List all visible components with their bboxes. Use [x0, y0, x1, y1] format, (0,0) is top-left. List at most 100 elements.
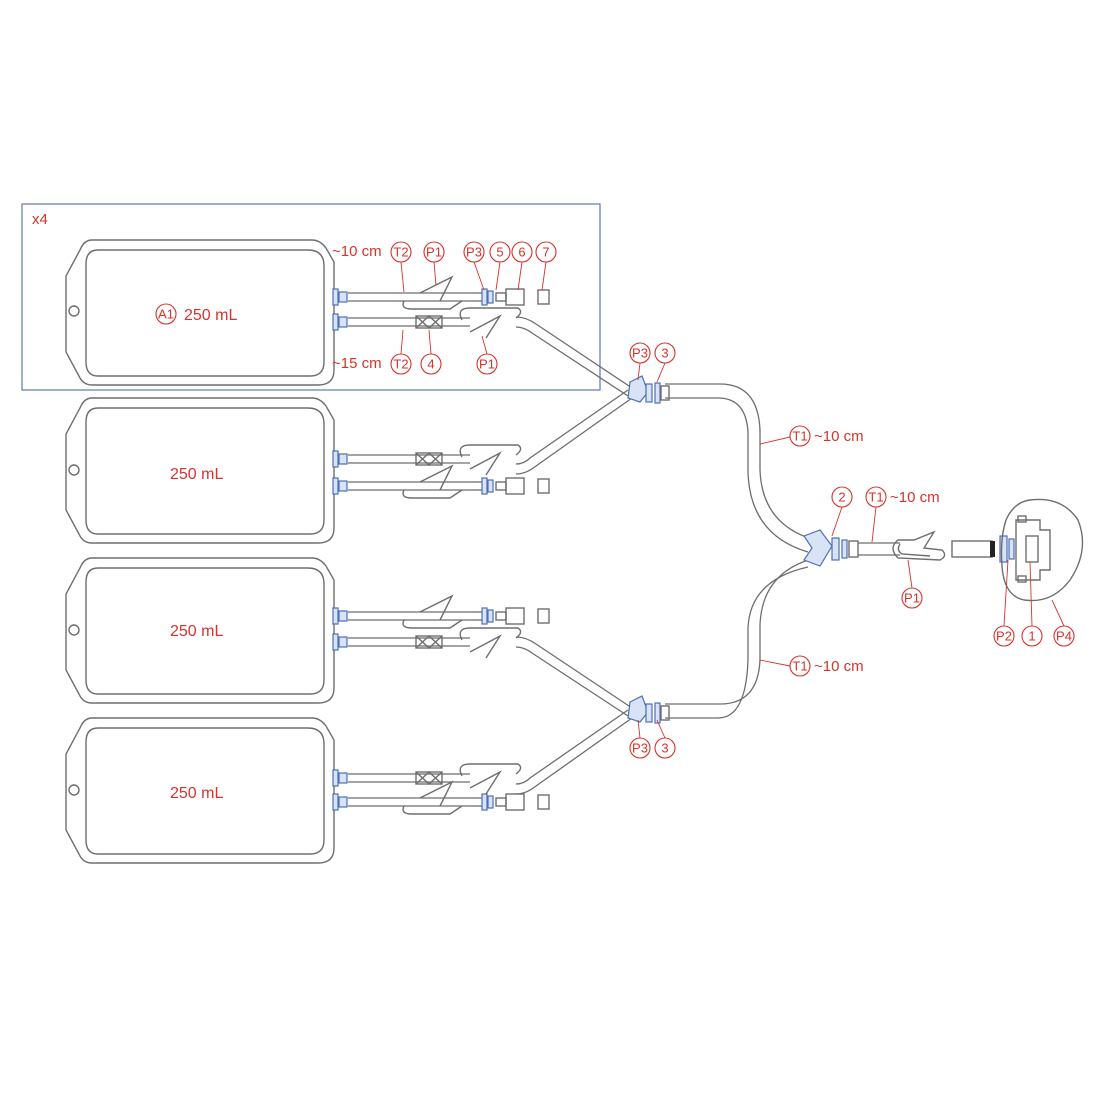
main-y-connector: [803, 529, 859, 567]
connector-ring: [481, 793, 488, 811]
bag-3-volume: 250 mL: [170, 623, 223, 640]
connector-ring: [487, 290, 494, 304]
callout-T1-upper: T1: [759, 425, 811, 447]
port-fitting: [338, 480, 348, 492]
pinch-clamp-inner: [897, 543, 931, 557]
connector-ring: [481, 288, 488, 306]
pinch-clamp: [402, 780, 463, 815]
pinch-clamp: [459, 307, 522, 339]
pinch-clamp: [459, 627, 522, 659]
port-fitting: [338, 453, 348, 465]
callout-T1-lower: T1: [759, 655, 811, 677]
pinch-clamp: [402, 275, 463, 310]
lower-y-connector: [627, 695, 670, 724]
svg-text:3: 3: [661, 741, 668, 756]
callout-T2-bottom: T2: [390, 329, 412, 375]
svg-text:P1: P1: [426, 245, 442, 260]
callout-5: 5: [489, 241, 511, 291]
bag-1-id-callout: A1: [155, 303, 177, 325]
callout-T1-main: T1: [865, 486, 887, 543]
filter-mesh: [415, 452, 443, 466]
bag-port-lines: [332, 275, 550, 815]
bag-4: [65, 717, 335, 864]
bag-1-volume: 250 mL: [184, 307, 237, 324]
callout-P1-top: P1: [423, 241, 445, 286]
main-line: [858, 530, 1015, 563]
callout-7: 7: [535, 241, 557, 291]
luer-connector: [505, 288, 525, 306]
callout-4: 4: [420, 329, 442, 375]
port-fitting: [332, 793, 339, 811]
connector-ring: [487, 609, 494, 623]
callout-6: 6: [511, 241, 533, 291]
svg-text:7: 7: [542, 245, 549, 260]
bag-2-volume: 250 mL: [170, 466, 223, 483]
pinch-clamp: [459, 444, 522, 476]
callout-P3-top: P3: [463, 241, 485, 291]
port-fitting: [338, 610, 348, 622]
pinch-clamp: [402, 594, 463, 629]
luer-connector: [505, 793, 525, 811]
luer-connector: [495, 292, 507, 302]
svg-text:1: 1: [1028, 629, 1035, 644]
callout-2: 2: [831, 486, 853, 537]
upper-y-connector: [627, 375, 670, 404]
svg-text:P1: P1: [479, 357, 495, 372]
svg-text:P1: P1: [904, 591, 920, 606]
t2-top-length: ~10 cm: [332, 243, 382, 260]
port-fitting: [332, 313, 339, 331]
connector-ring: [487, 479, 494, 493]
bag-3: [65, 557, 335, 704]
connector-ring: [487, 795, 494, 809]
hang-hole: [68, 784, 80, 796]
connector-ring: [481, 607, 488, 625]
multiplier-label: x4: [32, 211, 48, 228]
svg-text:4: 4: [427, 357, 434, 372]
svg-text:P4: P4: [1056, 629, 1072, 644]
svg-text:T1: T1: [792, 429, 807, 444]
luer-connector: [495, 611, 507, 621]
t2-bottom-length: ~15 cm: [332, 355, 382, 372]
port-fitting: [338, 796, 348, 808]
port-fitting: [332, 607, 339, 625]
lower-branch-tubing: [515, 557, 816, 795]
callout-3-upper: 3: [654, 342, 676, 383]
svg-text:P3: P3: [466, 245, 482, 260]
svg-text:A1: A1: [158, 307, 174, 322]
svg-text:5: 5: [496, 245, 503, 260]
svg-text:P3: P3: [632, 741, 648, 756]
port-fitting: [338, 316, 348, 328]
port-fitting: [332, 450, 339, 468]
callout-P1-bottom: P1: [476, 335, 498, 375]
callout-P2: P2: [993, 559, 1015, 647]
spike-adapter: [1000, 498, 1084, 602]
svg-text:T1: T1: [868, 490, 883, 505]
callout-P3-lower: P3: [629, 719, 651, 759]
luer-connector: [505, 477, 525, 495]
port-fitting: [332, 769, 339, 787]
svg-text:2: 2: [838, 490, 845, 505]
port-fitting: [332, 633, 339, 651]
pinch-clamp: [892, 530, 946, 561]
bag-4-volume: 250 mL: [170, 785, 223, 802]
end-cap: [537, 794, 550, 810]
pinch-clamp: [459, 763, 522, 795]
t1-lower-length: ~10 cm: [814, 658, 864, 675]
t1-upper-length: ~10 cm: [814, 428, 864, 445]
filter-mesh: [415, 315, 443, 329]
port-fitting: [332, 477, 339, 495]
svg-text:6: 6: [518, 245, 525, 260]
luer-connector: [495, 481, 507, 491]
connector-ring: [481, 477, 488, 495]
luer-connector: [495, 797, 507, 807]
filter-mesh: [415, 635, 443, 649]
pinch-clamp: [402, 464, 463, 499]
filter-mesh: [415, 771, 443, 785]
upper-branch-tubing: [515, 316, 816, 553]
end-cap: [537, 289, 550, 305]
svg-text:P2: P2: [996, 629, 1012, 644]
port-fitting: [338, 291, 348, 303]
callout-P3-upper: P3: [629, 342, 651, 381]
svg-text:T2: T2: [393, 245, 408, 260]
